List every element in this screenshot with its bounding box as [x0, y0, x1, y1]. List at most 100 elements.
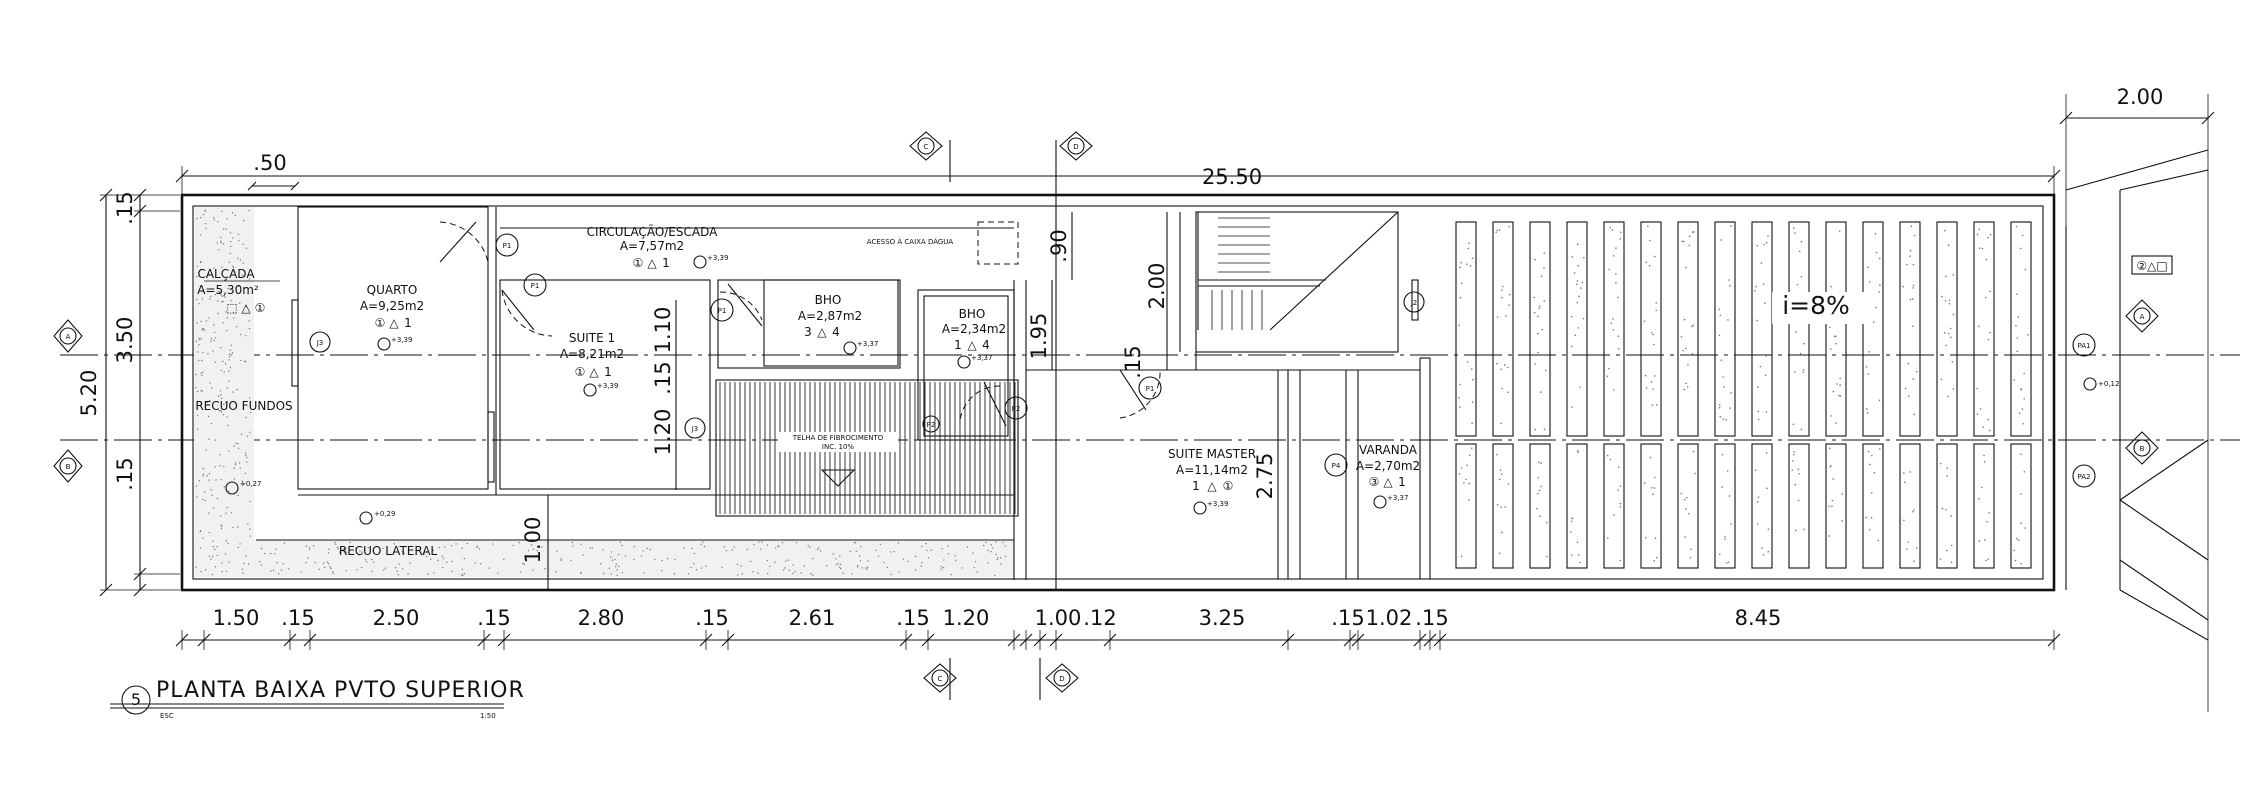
door-tag-pa2: PA2 [2072, 464, 2096, 488]
bottom-dim-10: 1.00 [1035, 606, 1082, 630]
svg-text:△: △ [1383, 475, 1393, 489]
stair [1197, 211, 1399, 331]
svg-text:△: △ [589, 365, 599, 379]
axis-marker-c-bottom: C [923, 663, 957, 693]
svg-text:+3,37: +3,37 [857, 340, 878, 348]
svg-text:A=2,34m2: A=2,34m2 [942, 322, 1006, 336]
circ-height-dim: .90 [1047, 229, 1071, 262]
level-right: +0,12 [2098, 380, 2119, 388]
door-small-dim: .15 [1121, 345, 1145, 378]
bottom-dim-13: .15 [1331, 606, 1364, 630]
door-tag-pa1: PA1 [2072, 333, 2096, 357]
stair-width-dim: 2.00 [1145, 263, 1169, 310]
level-recuo-fundos: +0,27 [240, 480, 261, 488]
drawing-title: PLANTA BAIXA PVTO SUPERIOR [156, 678, 525, 703]
svg-text:1: 1 [662, 256, 670, 270]
bottom-dim-3: 2.50 [373, 606, 420, 630]
svg-text:①: ① [575, 365, 586, 379]
top-right-dimension: 2.00 [2117, 85, 2164, 109]
bottom-dim-8: .15 [896, 606, 929, 630]
svg-text:⬚: ⬚ [226, 301, 237, 315]
svg-text:C: C [924, 143, 929, 151]
svg-text:P1: P1 [1146, 385, 1155, 393]
roof-label-2: INC. 10% [822, 443, 855, 451]
svg-text:+3,37: +3,37 [1387, 494, 1408, 502]
svg-text:D: D [1059, 675, 1064, 683]
svg-text:①: ① [255, 301, 266, 315]
axis-marker-b-left: B [53, 449, 83, 483]
svg-text:P4: P4 [1332, 462, 1341, 470]
bottom-dim-6: .15 [695, 606, 728, 630]
svg-text:A=5,30m²: A=5,30m² [197, 283, 259, 297]
svg-text:1: 1 [1398, 475, 1406, 489]
svg-text:SUITE 1: SUITE 1 [569, 331, 615, 345]
slope-label: i=8% [1782, 291, 1850, 320]
window-marks [291, 279, 1419, 483]
suite1-dim-upper: 1.10 [651, 307, 675, 354]
left-dim-top: .15 [113, 191, 137, 224]
axis-marker-a-right: A [2125, 299, 2159, 333]
svg-text:CIRCULAÇÃO/ESCADA: CIRCULAÇÃO/ESCADA [587, 224, 718, 239]
acesso-caixa-label: ACESSO À CAIXA DÁGUA [867, 237, 954, 246]
suite1-dim-mid: .15 [651, 361, 675, 394]
master-height-dim: 2.75 [1253, 453, 1277, 500]
suite1-dim-lower: 1.20 [651, 409, 675, 456]
door-tag-p1-c: P1 [710, 298, 734, 322]
level-recuo-lateral: +0,29 [374, 510, 395, 518]
bottom-dim-14: 1.02 [1366, 606, 1413, 630]
slope-indicator: i=8% [1772, 291, 1872, 324]
svg-text:A=8,21m2: A=8,21m2 [560, 347, 624, 361]
svg-text:P1: P1 [503, 242, 512, 250]
room-bho-2: BHO A=2,34m2 1 △ 4 +3,37 [942, 307, 1006, 369]
window-tag-j3-b: J3 [684, 417, 706, 439]
svg-text:△: △ [1207, 479, 1217, 493]
svg-text:3: 3 [804, 325, 812, 339]
top-offset-dimension: .50 [253, 151, 286, 175]
room-suite-master: SUITE MASTER A=11,14m2 1 △ ① +3,39 [1168, 447, 1256, 515]
setback-hatch [194, 207, 1014, 577]
axis-marker-a-left: A [53, 319, 83, 353]
axis-marker-c-top: C [909, 131, 943, 161]
left-dimension-chain: 5.20 .15 3.50 .15 [77, 188, 180, 597]
room-calcada: CALÇADA A=5,30m² ⬚ △ ① [197, 267, 280, 315]
svg-text:B: B [2140, 445, 2145, 453]
svg-text:PA2: PA2 [2077, 473, 2090, 481]
interior-walls [256, 206, 1431, 580]
svg-text:③: ③ [1369, 475, 1380, 489]
bho-height-dim: 1.95 [1027, 313, 1051, 360]
left-dim-middle: 3.50 [113, 317, 137, 364]
roof-label-1: TELHA DE FIBROCIMENTO [792, 434, 884, 442]
outer-walls [180, 193, 2056, 592]
axis-lines [60, 140, 2240, 700]
room-circulacao: CIRCULAÇÃO/ESCADA A=7,57m2 ① △ 1 +3,39 [587, 224, 729, 270]
room-quarto: QUARTO A=9,25m2 ① △ 1 +3,39 [360, 283, 424, 351]
recuo-height-dim: 1.00 [521, 517, 545, 564]
svg-text:PA1: PA1 [2077, 342, 2090, 350]
svg-text:A=7,57m2: A=7,57m2 [620, 239, 684, 253]
terrace-panels [1455, 221, 2032, 569]
svg-text:P1: P1 [531, 282, 540, 290]
svg-text:QUARTO: QUARTO [367, 283, 418, 297]
svg-text:J3: J3 [691, 425, 699, 433]
svg-text:BHO: BHO [959, 307, 986, 321]
svg-text:VARANDA: VARANDA [1359, 443, 1418, 457]
room-varanda: VARANDA A=2,70m2 ③ △ 1 +3,37 [1356, 443, 1420, 509]
svg-text:A=11,14m2: A=11,14m2 [1176, 463, 1248, 477]
svg-text:A=2,70m2: A=2,70m2 [1356, 459, 1420, 473]
svg-text:△: △ [817, 325, 827, 339]
svg-text:A=9,25m2: A=9,25m2 [360, 299, 424, 313]
bottom-dim-12: 3.25 [1199, 606, 1246, 630]
scale-label: 1:50 [480, 712, 496, 720]
recuo-fundos-label: RECUO FUNDOS [195, 399, 292, 413]
bottom-dim-4: .15 [477, 606, 510, 630]
fibrocement-roof: TELHA DE FIBROCIMENTO INC. 10% [715, 379, 1019, 517]
right-tags: ②△□ [2136, 259, 2167, 273]
svg-text:①: ① [1223, 479, 1234, 493]
svg-text:①: ① [375, 316, 386, 330]
svg-text:A=2,87m2: A=2,87m2 [798, 309, 862, 323]
svg-text:1: 1 [404, 316, 412, 330]
bottom-dim-15: .15 [1415, 606, 1448, 630]
svg-text:P1: P1 [718, 307, 727, 315]
svg-text:P2: P2 [1012, 405, 1021, 413]
